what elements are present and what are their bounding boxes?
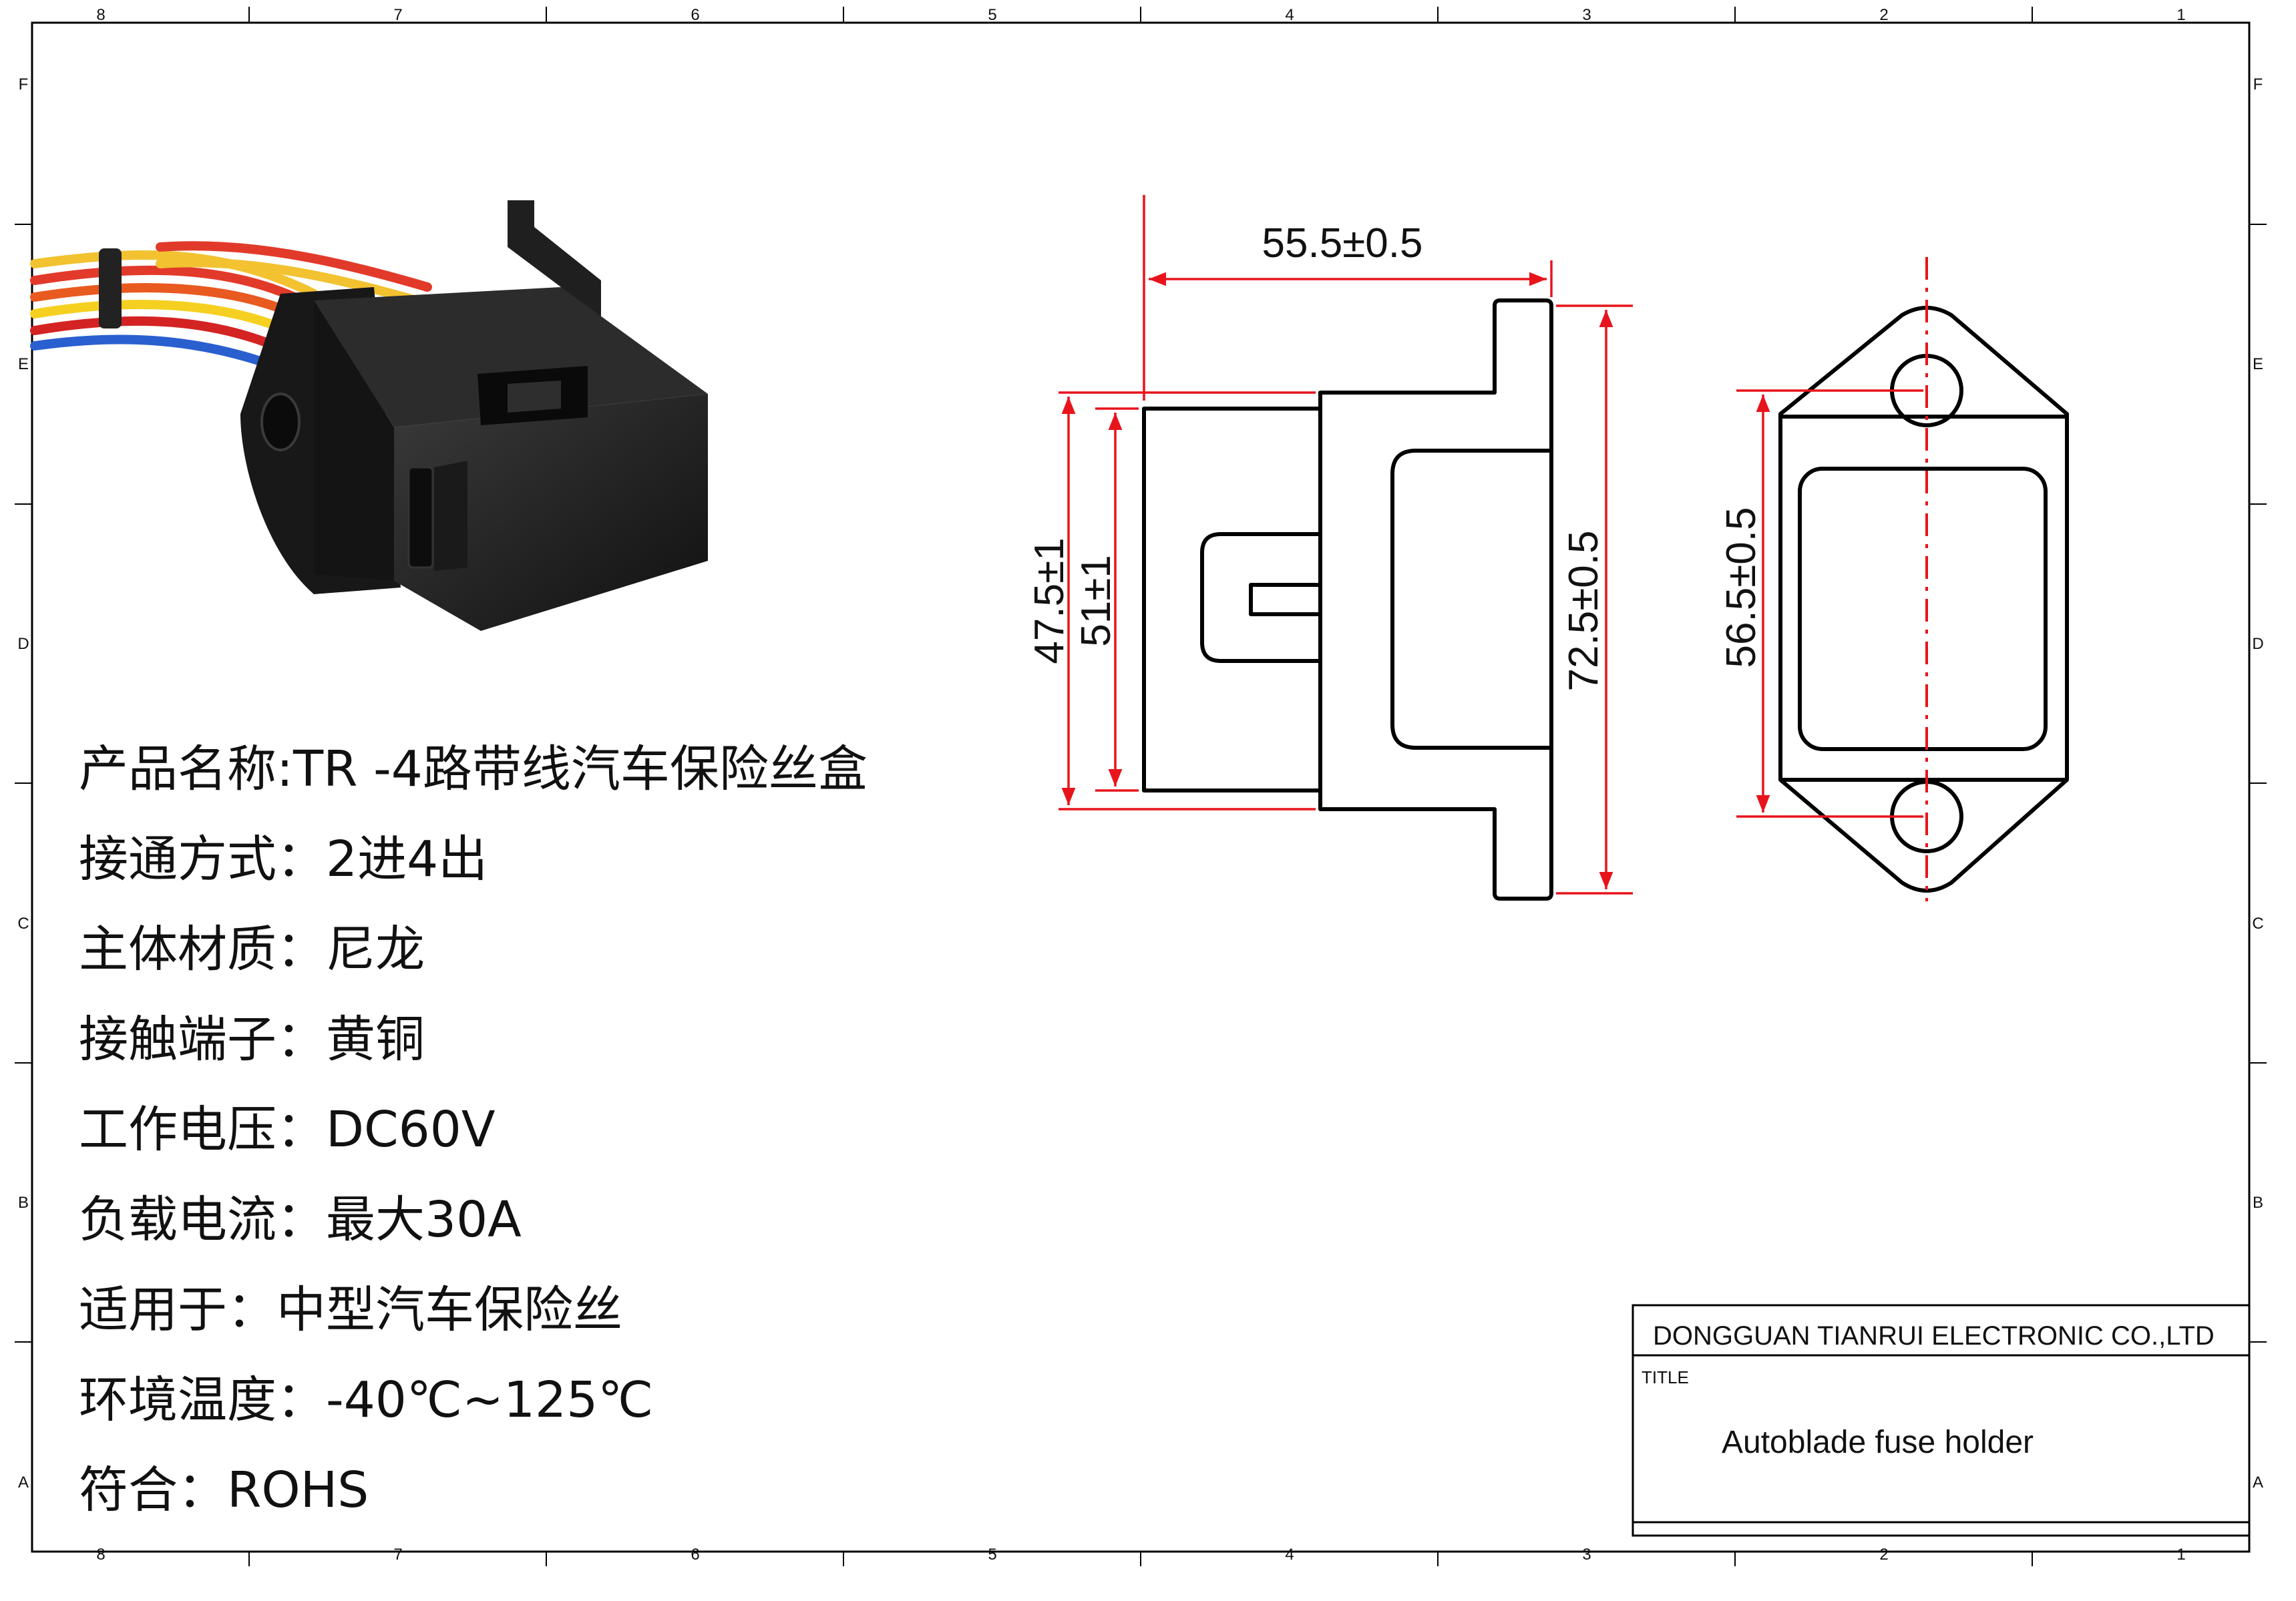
spec-value: DC60V: [326, 1101, 496, 1158]
spec-separator: ：: [276, 1011, 326, 1068]
dimension-lines: [1059, 195, 1923, 895]
spec-label: 接通方式: [79, 831, 276, 888]
spec-value: 最大30A: [326, 1191, 522, 1248]
column-label-bottom-2: 2: [1879, 1546, 1888, 1564]
spec-label: 产品名称: [79, 740, 276, 798]
body-top-face: [314, 287, 708, 427]
spec-label: 工作电压: [79, 1101, 276, 1158]
column-label-top-6: 6: [691, 6, 699, 24]
spec-separator: ：: [276, 1101, 326, 1158]
top-view-flange: [1778, 306, 2069, 893]
column-labels-top: 8 7 6 5 4 3 2 1: [96, 6, 2185, 24]
column-label-bottom-8: 8: [96, 1546, 105, 1564]
column-label-top-2: 2: [1879, 6, 1888, 24]
column-label-top-8: 8: [96, 6, 105, 24]
row-label-right-E: E: [2253, 355, 2263, 373]
row-label-left-C: C: [17, 915, 29, 933]
column-label-bottom-7: 7: [393, 1546, 402, 1564]
spec-label: 适用于: [79, 1281, 227, 1339]
dim-height-total-label: 72.5±0.5: [1561, 531, 1607, 692]
dim-height-mount-label: 56.5±0.5: [1718, 507, 1764, 668]
title-block-title-label: TITLE: [1642, 1367, 1689, 1387]
spec-value: TR -4路带线汽车保险丝盒: [293, 740, 868, 798]
spec-row: 接通方式：2进4出: [79, 819, 488, 891]
spec-label: 接触端子: [79, 1011, 276, 1068]
spec-separator: ：: [178, 1461, 227, 1519]
column-zone-markers: [248, 7, 2033, 1566]
body-front-face: [394, 394, 708, 631]
row-label-left-E: E: [18, 355, 29, 373]
spec-value: ROHS: [227, 1461, 369, 1519]
column-label-top-1: 1: [2176, 6, 2185, 24]
side-view-latch: [1200, 532, 1320, 663]
row-label-left-D: D: [17, 635, 29, 653]
top-view-pocket: [1798, 467, 2048, 751]
column-label-bottom-5: 5: [988, 1546, 996, 1564]
dim-height-body-label: 47.5±1: [1026, 537, 1073, 664]
spec-label: 主体材质: [79, 921, 276, 978]
side-view-drawing: [1142, 298, 1553, 901]
spec-value: 黄铜: [326, 1011, 425, 1068]
row-label-right-F: F: [2253, 75, 2263, 93]
dimension-labels: 55.5±0.5 47.5±1 51±1 72.5±0.5 56.5±0.5: [1026, 220, 1764, 691]
spec-value: 尼龙: [326, 921, 425, 978]
mounting-hole: [260, 393, 301, 451]
spec-separator: ：: [276, 921, 326, 978]
title-block: [1632, 1304, 2251, 1537]
spec-label: 环境温度: [79, 1371, 276, 1429]
body-side-face: [314, 300, 394, 581]
spec-separator: ：: [227, 1281, 276, 1339]
column-label-top-5: 5: [988, 6, 996, 24]
product-photo: [30, 200, 708, 631]
column-label-bottom-6: 6: [691, 1546, 699, 1564]
spec-row: 负载电流：最大30A: [79, 1180, 522, 1251]
row-label-left-A: A: [18, 1473, 29, 1492]
side-latch: [407, 466, 434, 569]
row-label-right-C: C: [2252, 915, 2263, 933]
row-zone-markers: [15, 224, 2267, 1343]
column-label-bottom-3: 3: [1582, 1546, 1591, 1564]
row-label-left-F: F: [19, 75, 29, 93]
title-block-title-value: Autoblade fuse holder: [1722, 1425, 2034, 1460]
column-label-top-3: 3: [1582, 6, 1591, 24]
column-labels-bottom: 8 7 6 5 4 3 2 1: [96, 1546, 2185, 1564]
spec-label: 负载电流: [79, 1191, 276, 1248]
row-labels-left: F E D C B A: [17, 75, 29, 1492]
spec-separator: ：: [276, 1371, 326, 1429]
spec-separator: :: [276, 740, 293, 798]
row-label-right-B: B: [2253, 1194, 2263, 1212]
dim-width-label: 55.5±0.5: [1262, 220, 1423, 266]
column-label-top-7: 7: [393, 6, 402, 24]
spec-value: 中型汽车保险丝: [276, 1281, 622, 1339]
spec-row: 产品名称:TR -4路带线汽车保险丝盒: [79, 729, 868, 800]
spec-row: 接触端子：黄铜: [79, 999, 425, 1071]
title-block-company: DONGGUAN TIANRUI ELECTRONIC CO.,LTD: [1653, 1321, 2215, 1351]
column-label-bottom-4: 4: [1285, 1546, 1294, 1564]
side-view-fuse-carrier: [1318, 298, 1553, 901]
row-label-right-A: A: [2253, 1473, 2263, 1492]
cable-tie: [99, 248, 122, 328]
column-label-bottom-1: 1: [2176, 1546, 2185, 1564]
spec-label: 符合: [79, 1461, 178, 1519]
spec-row: 符合：ROHS: [79, 1450, 369, 1522]
spec-row: 适用于：中型汽车保险丝: [79, 1270, 622, 1341]
top-view-drawing: [1778, 257, 2069, 901]
spec-separator: ：: [276, 831, 326, 888]
side-view-latch-tab: [1249, 583, 1322, 616]
dim-height-inner-label: 51±1: [1073, 555, 1119, 646]
row-labels-right: F E D C B A: [2252, 75, 2263, 1492]
spec-separator: ：: [276, 1191, 326, 1248]
spec-row: 环境温度：-40℃~125℃: [79, 1360, 653, 1431]
spec-row: 主体材质：尼龙: [79, 909, 425, 981]
column-label-top-4: 4: [1285, 6, 1294, 24]
spec-value: -40℃~125℃: [326, 1371, 654, 1429]
side-view-cutout: [1390, 449, 1551, 750]
row-label-left-B: B: [18, 1194, 29, 1212]
spec-row: 工作电压：DC60V: [79, 1090, 495, 1161]
side-view-body: [1142, 407, 1322, 792]
spec-value: 2进4出: [326, 831, 488, 888]
row-label-right-D: D: [2252, 635, 2263, 653]
